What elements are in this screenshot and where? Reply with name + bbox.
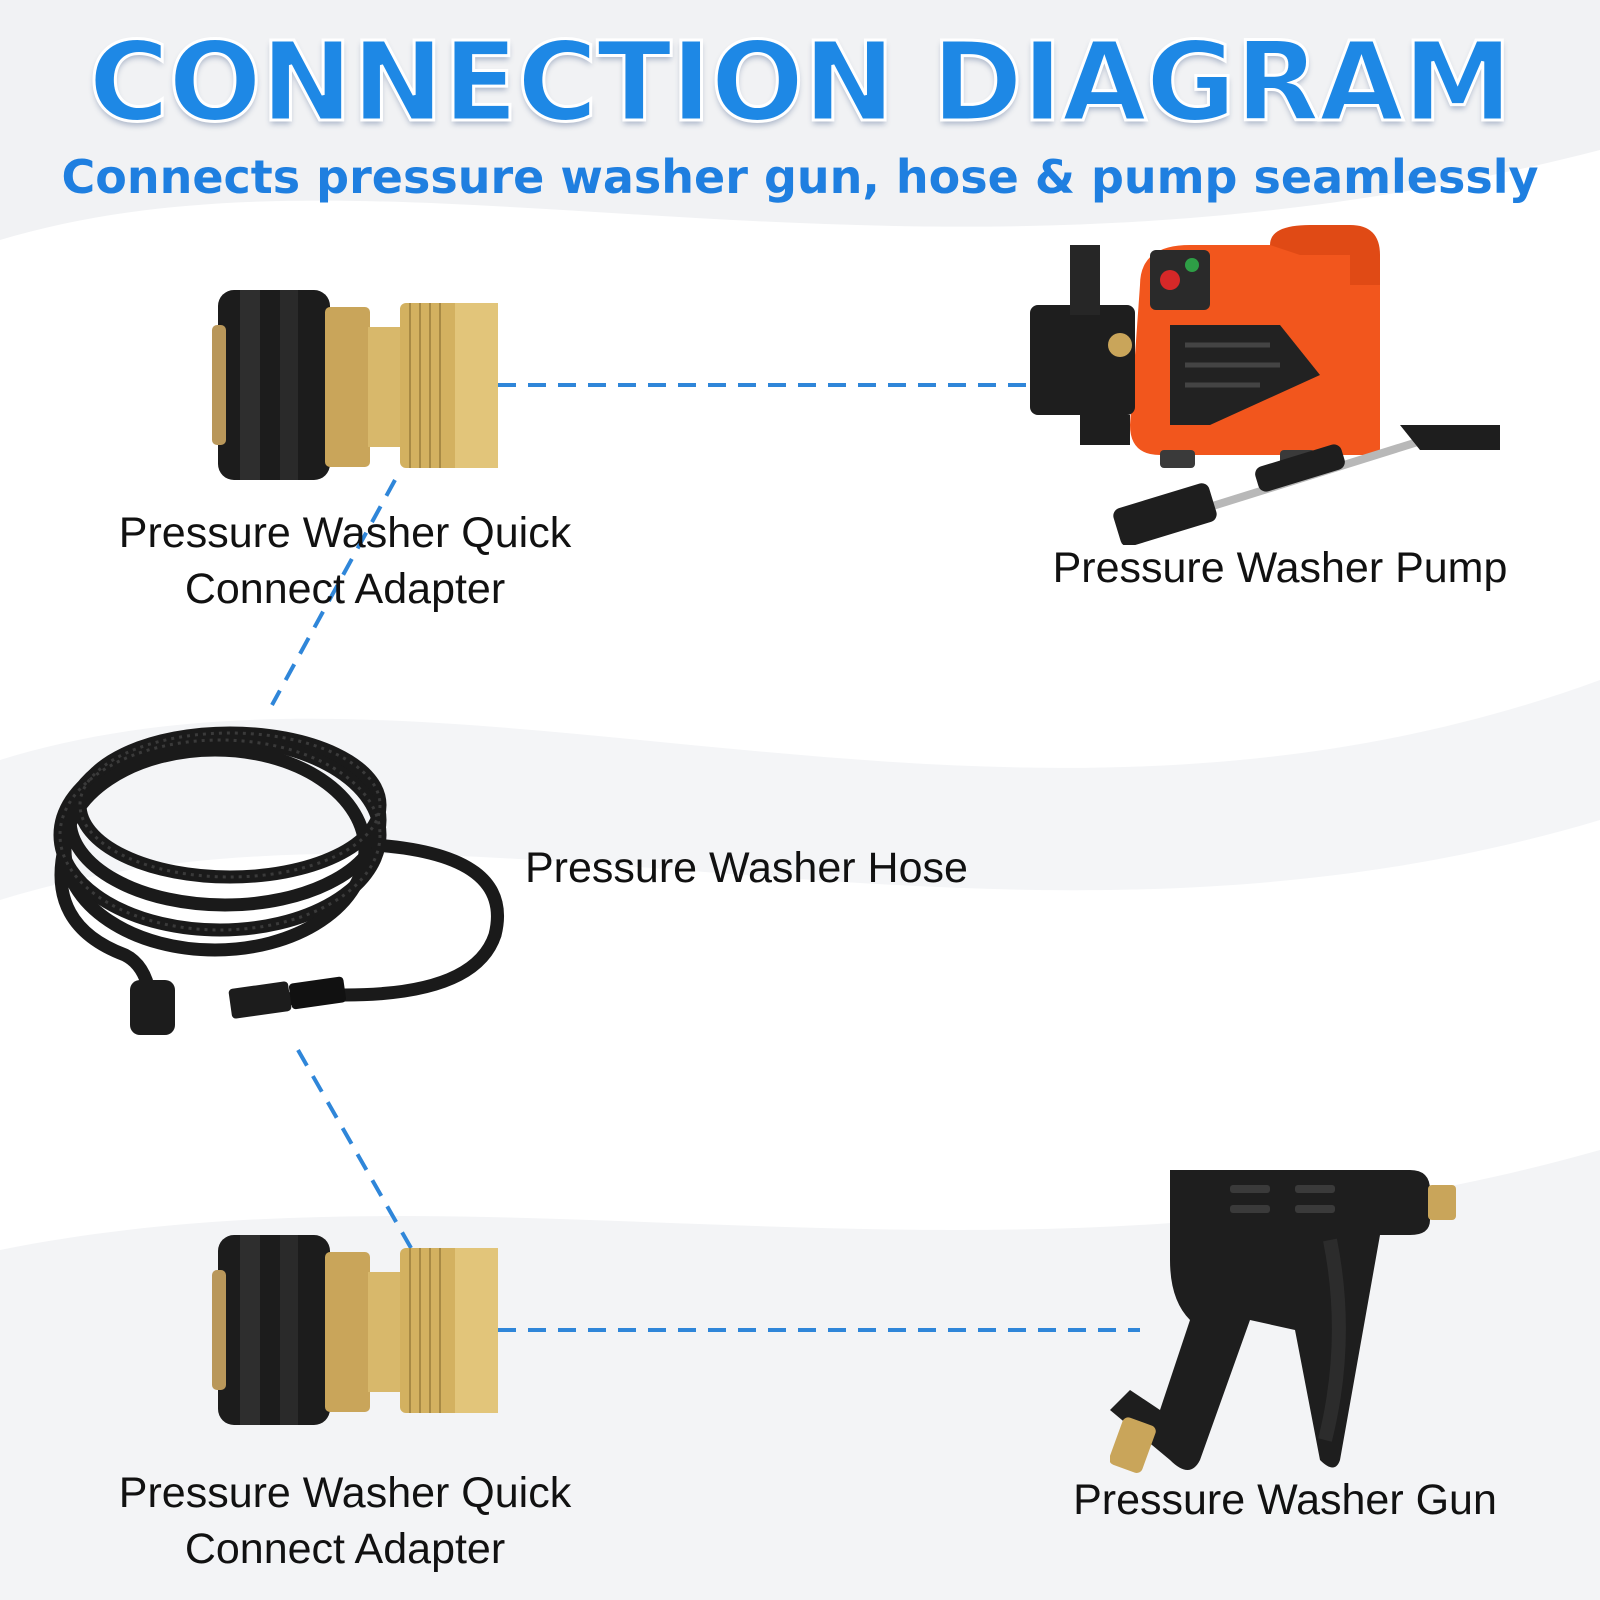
spray-gun-icon: [1110, 1170, 1456, 1473]
page-subtitle: Connects pressure washer gun, hose & pum…: [61, 150, 1539, 204]
page-title: CONNECTION DIAGRAM: [87, 17, 1514, 148]
pump-label: Pressure Washer Pump: [1052, 544, 1508, 592]
adapter-bottom-label-line2: Connect Adapter: [184, 1525, 506, 1573]
coiled-hose-icon: [53, 726, 504, 1035]
quick-connect-adapter-icon: [212, 1235, 498, 1425]
hose-label: Pressure Washer Hose: [525, 844, 968, 892]
adapter-top-label: Pressure Washer Quick Connect Adapter: [100, 505, 590, 617]
adapter-bottom-label-line1: Pressure Washer Quick: [118, 1469, 572, 1517]
adapter-top-label-line2: Connect Adapter: [184, 565, 506, 613]
quick-connect-adapter-icon: [212, 290, 498, 480]
gun-label: Pressure Washer Gun: [1073, 1476, 1497, 1524]
connector-adapter-to-hose: [270, 479, 397, 706]
connector-hose-to-adapter: [296, 1049, 417, 1256]
pressure-washer-pump-icon: [1030, 225, 1500, 545]
adapter-bottom-label: Pressure Washer Quick Connect Adapter: [100, 1465, 590, 1577]
adapter-top-label-line1: Pressure Washer Quick: [118, 509, 572, 557]
